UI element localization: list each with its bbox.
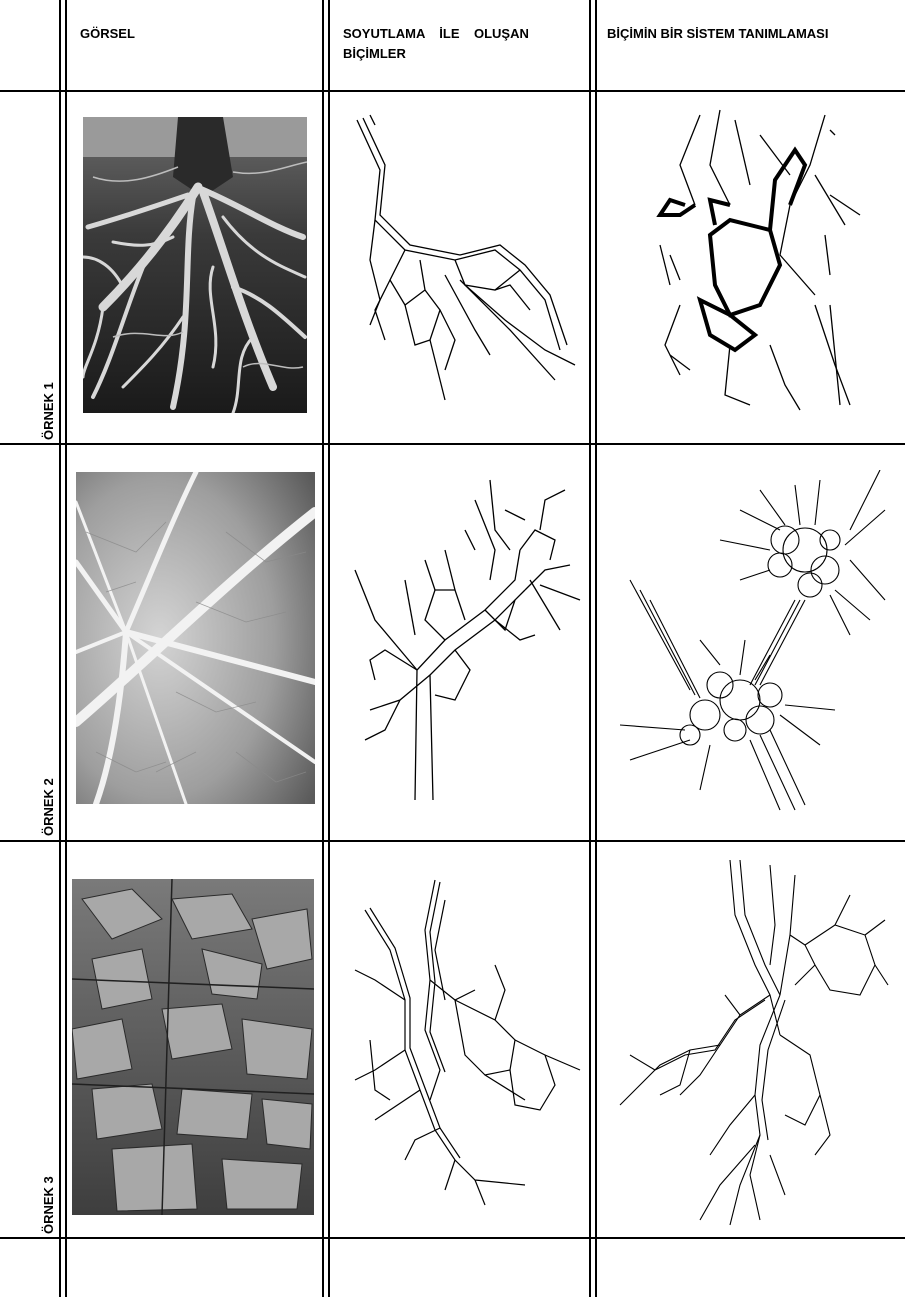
roots-system-drawing (640, 105, 865, 415)
header-gorsel: GÖRSEL (80, 24, 135, 44)
table-col-divider-2a (322, 0, 324, 1297)
table-rule-row1 (0, 443, 905, 445)
rock-abstraction-drawing (345, 870, 585, 1210)
table-col-divider-2b (328, 0, 330, 1297)
table-rule-header (0, 90, 905, 92)
leaf-veins-photo (76, 472, 315, 804)
header-soyutlama-line1: SOYUTLAMA İLE OLUŞAN (343, 24, 578, 44)
table-col-divider-3a (589, 0, 591, 1297)
row-label-ornek-2: ÖRNEK 2 (41, 836, 61, 851)
table-col-divider-1a (59, 0, 61, 1297)
rock-system-drawing (610, 855, 890, 1230)
tree-roots-photo (83, 117, 307, 413)
header-soyutlama-line2: BİÇİMLER (343, 44, 578, 64)
header-soyutlama: SOYUTLAMA İLE OLUŞAN BİÇİMLER (343, 24, 578, 64)
roots-abstraction-drawing (345, 110, 585, 410)
table-rule-row3 (0, 1237, 905, 1239)
table-rule-row2 (0, 840, 905, 842)
table-col-divider-3b (595, 0, 597, 1297)
row-label-ornek-1: ÖRNEK 1 (41, 440, 61, 455)
leaf-system-drawing (620, 470, 890, 820)
rock-layers-photo (72, 879, 314, 1215)
header-sistem: BİÇİMİN BİR SİSTEM TANIMLAMASI (607, 24, 828, 44)
row-label-ornek-3: ÖRNEK 3 (41, 1234, 61, 1249)
table-col-divider-1b (65, 0, 67, 1297)
leaf-abstraction-drawing (345, 470, 585, 810)
